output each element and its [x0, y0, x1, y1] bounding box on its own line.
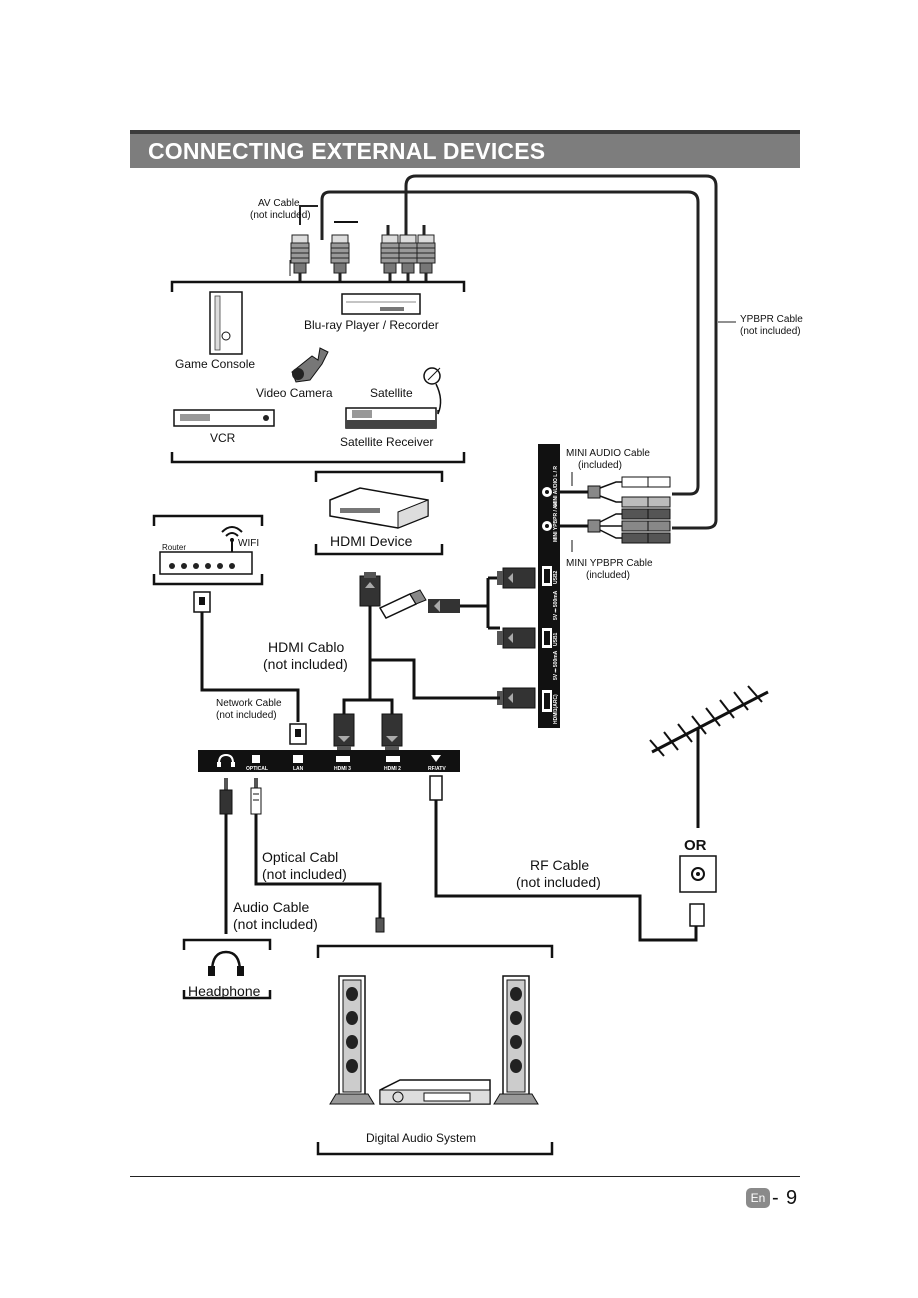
wall-socket-icon [679, 855, 717, 893]
headphone-bracket [182, 938, 272, 1000]
audio-jack-plug [219, 778, 233, 934]
network-cable [193, 591, 307, 745]
hdmi-cable-label: HDMI Cablo [268, 639, 344, 655]
optical-port-label: OPTICAL [246, 766, 268, 772]
hdmi-device-bracket [314, 470, 444, 556]
or-label: OR [684, 837, 707, 854]
right-speaker-icon [493, 975, 539, 1105]
video-camera-label: Video Camera [256, 386, 333, 400]
network-cable-label: Network Cable [216, 698, 282, 709]
page-dash: - [772, 1187, 779, 1209]
vcr-label: VCR [210, 431, 236, 445]
mini-ypbpr-cable-note: (included) [586, 570, 630, 581]
wifi-label: WIFI [238, 538, 259, 549]
usb2-power-label: 5V ⎓ 500mA [553, 590, 559, 620]
usb-stick-icon [378, 589, 427, 619]
hdmi2-port-label: HDMI 2 [384, 766, 401, 772]
headphone-icon [208, 950, 244, 976]
side-hdmi-usb-cables [342, 567, 536, 716]
bottom-port-panel: OPTICAL LAN HDMI 3 HDMI 2 RF/ATV [198, 750, 460, 772]
left-speaker-icon [329, 975, 375, 1105]
video-camera-icon [291, 347, 329, 383]
satellite-receiver-icon [345, 407, 437, 429]
game-console-icon [209, 291, 243, 355]
digital-audio-system-label: Digital Audio System [366, 1131, 476, 1145]
wifi-icon [221, 526, 243, 542]
side-port-panel: MINI AUDIO L / R MINI YPBPR / AV USB2 5V… [538, 444, 560, 728]
mini-ypbpr-port-label: MINI YPBPR / AV [553, 502, 559, 542]
av-cable-label: AV Cable [258, 198, 300, 209]
rf-plug [429, 775, 705, 942]
audio-cable-note: (not included) [233, 916, 318, 932]
av-ypbpr-group: AV Cable (not included) YPBPR Cable (not… [250, 174, 803, 530]
rf-cable-note: (not included) [516, 874, 601, 890]
hdmi-device-label: HDMI Device [330, 533, 413, 549]
satellite-dish-icon [423, 367, 442, 415]
rf-cable-label: RF Cable [530, 857, 589, 873]
optical-cable-label: Optical Cabl [262, 849, 338, 865]
footer-rule [130, 1176, 800, 1177]
page-number: 9 [786, 1187, 798, 1209]
digital-audio-bracket [316, 944, 554, 1156]
router-icon [159, 538, 253, 575]
hdmi-cable-note: (not included) [263, 656, 348, 672]
section-title: CONNECTING EXTERNAL DEVICES [148, 138, 546, 164]
rf-port-label: RF/ATV [428, 766, 446, 772]
mini-audio-cable-label: MINI AUDIO Cable [566, 448, 650, 459]
mini-ypbpr-cable-label: MINI YPBPR Cable [566, 558, 653, 569]
ypbpr-cable-label: YPBPR Cable [740, 314, 803, 325]
satellite-receiver-label: Satellite Receiver [340, 435, 433, 449]
section-header: CONNECTING EXTERNAL DEVICES [130, 130, 800, 168]
bluray-player-icon [341, 293, 421, 315]
mini-av-port-label: MINI AUDIO L / R [553, 466, 559, 506]
audio-receiver-icon [379, 1079, 491, 1105]
ypbpr-cable-note: (not included) [740, 326, 801, 337]
vcr-icon [173, 409, 275, 427]
router-bracket [152, 514, 264, 586]
audio-cable-label: Audio Cable [233, 899, 309, 915]
network-cable-note: (not included) [216, 710, 277, 721]
mini-audio-cable-note: (included) [578, 460, 622, 471]
game-console-label: Game Console [175, 357, 255, 371]
antenna-icon [649, 685, 769, 828]
usb1-port-label: USB1 [553, 632, 559, 646]
optical-plug [250, 778, 385, 933]
usb1-power-label: 5V ⎓ 500mA [553, 650, 559, 680]
language-badge: En [746, 1188, 770, 1208]
router-label: Router [162, 543, 186, 552]
hdmi3-port-label: HDMI 3 [334, 766, 351, 772]
av-devices-bracket [170, 280, 466, 464]
hdmi-device-icon [329, 487, 429, 529]
satellite-label: Satellite [370, 386, 413, 400]
usb2-port-label: USB2 [553, 570, 559, 584]
bluray-label: Blu-ray Player / Recorder [304, 318, 439, 332]
av-cable-note: (not included) [250, 210, 311, 221]
optical-cable-note: (not included) [262, 866, 347, 882]
mini-cables [560, 472, 671, 552]
headphone-label: Headphone [188, 983, 261, 999]
hdmi1-port-label: HDMI1(ARC) [553, 694, 559, 724]
lan-port-label: LAN [293, 766, 304, 772]
